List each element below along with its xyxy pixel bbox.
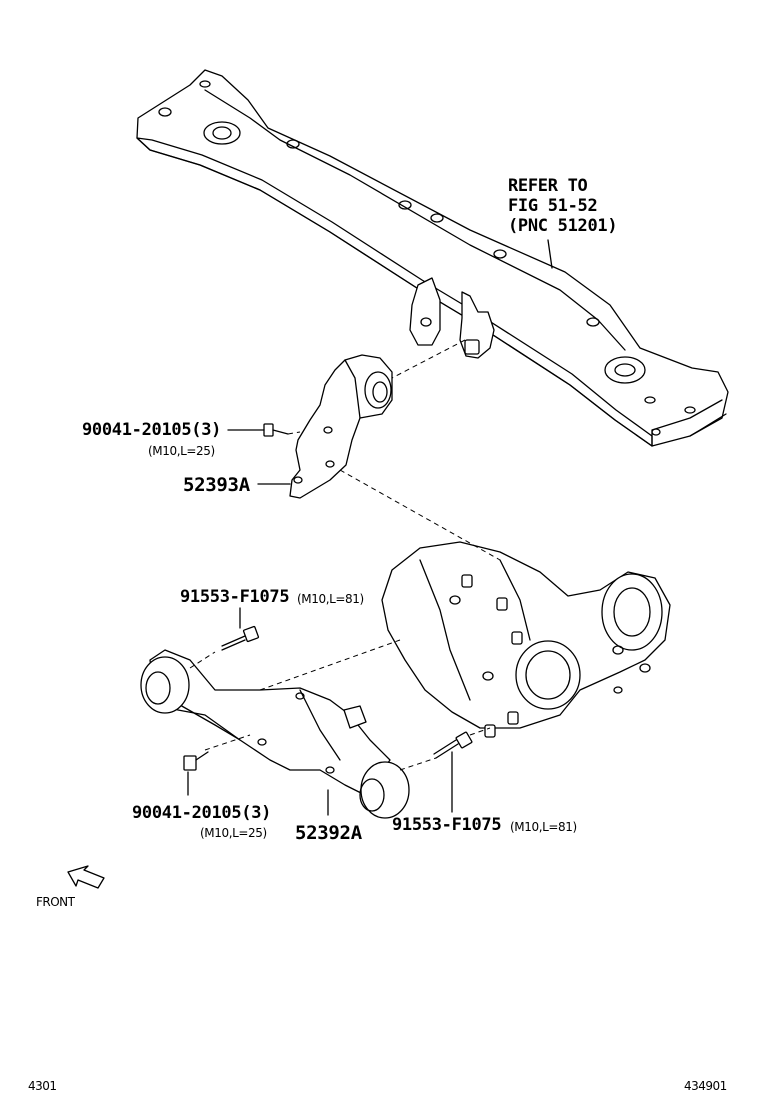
bolt-91553-upper-drawing	[221, 625, 260, 651]
crossmember	[136, 69, 729, 447]
bolt-lower-spec: (M10,L=25)	[200, 826, 267, 840]
front-arrow-icon	[67, 865, 105, 889]
bolt-91553-lower-drawing	[433, 731, 473, 759]
leader-lines	[187, 239, 553, 816]
refer-note-line3: (PNC 51201)	[508, 216, 618, 236]
bolt-lower-part-number: 90041-20105(3)	[132, 803, 272, 823]
front-label: FRONT	[36, 895, 75, 909]
bolt-90041-upper-drawing	[263, 423, 289, 437]
footer-code-left: 4301	[28, 1079, 57, 1093]
differential-assembly	[381, 541, 671, 738]
footer-code-right: 434901	[684, 1079, 727, 1093]
bracket-part-number: 52393A	[183, 474, 250, 496]
support-52392a	[140, 649, 410, 819]
bolt-upper-spec: (M10,L=25)	[148, 444, 215, 458]
refer-note-line2: FIG 51-52	[508, 196, 598, 216]
bolt-long-lower-part-number: 91553-F1075	[392, 815, 502, 835]
bolt-long-upper-part-number: 91553-F1075	[180, 587, 290, 607]
assembly-guide-lines	[189, 339, 501, 771]
support-part-number: 52392A	[295, 822, 362, 844]
bolt-long-upper-spec: (M10,L=81)	[297, 592, 364, 606]
bolt-upper-part-number: 90041-20105(3)	[82, 420, 222, 440]
bracket-52393a	[289, 354, 393, 499]
bolt-long-lower-spec: (M10,L=81)	[510, 820, 577, 834]
refer-note-line1: REFER TO	[508, 176, 588, 196]
bolt-90041-lower-drawing	[183, 751, 209, 771]
